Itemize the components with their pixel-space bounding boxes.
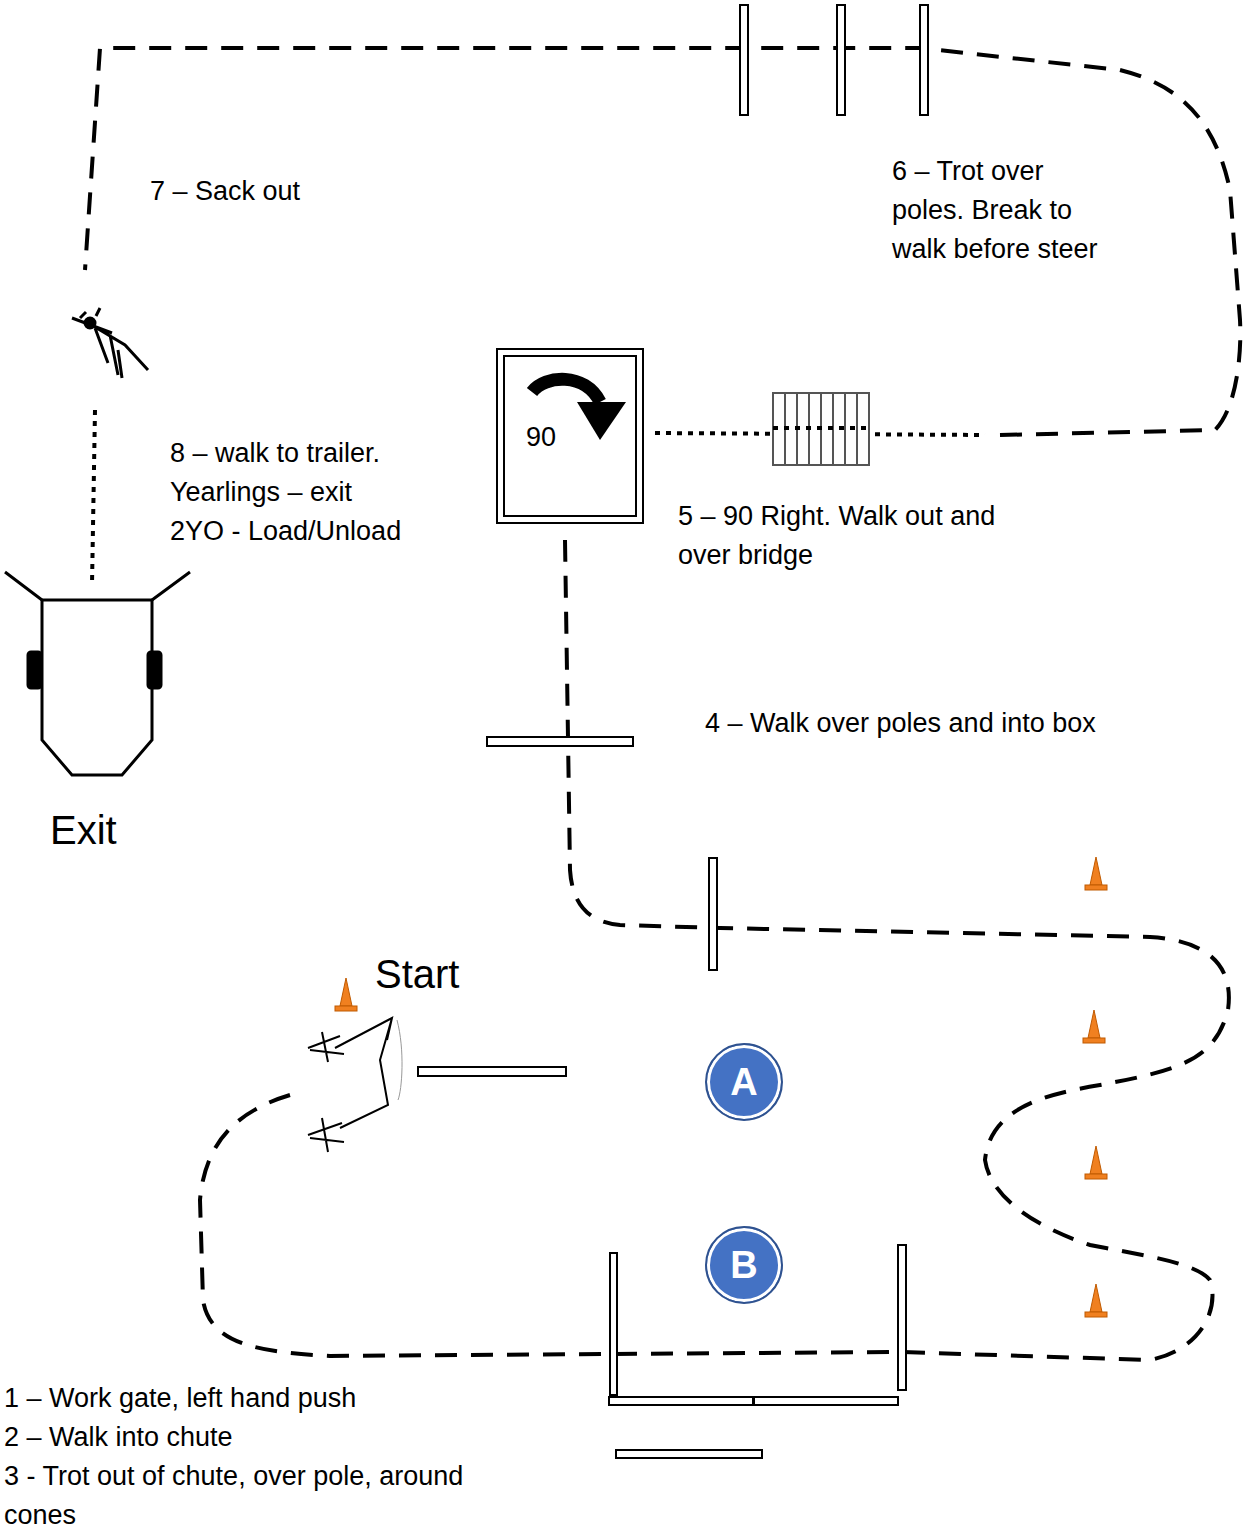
person-figure [72, 308, 148, 378]
dotted-path [92, 410, 95, 585]
step-note: Yearlings – exit [170, 473, 470, 512]
cones [335, 857, 1107, 1317]
course-marker-label: Start [375, 950, 575, 998]
marker-letter: B [730, 1244, 757, 1287]
gate [308, 1018, 402, 1152]
step-note: 6 – Trot over poles. Break to walk befor… [892, 152, 1110, 269]
step-note: 1 – Work gate, left hand push [4, 1379, 564, 1418]
trailer [5, 572, 190, 775]
course-path [85, 48, 1240, 1360]
step-note: 5 – 90 Right. Walk out and over bridge [678, 497, 1043, 575]
marker-letter: A [730, 1061, 757, 1104]
turn-box: 90 [496, 348, 644, 524]
angle-label: 90 [526, 421, 556, 453]
step-note: 3 - Trot out of chute, over pole, around… [4, 1457, 524, 1531]
step-note: 2 – Walk into chute [4, 1418, 564, 1457]
bridge [773, 393, 869, 465]
marker-circle: A [705, 1043, 783, 1121]
marker-circle: B [705, 1226, 783, 1304]
course-marker-label: Exit [50, 806, 250, 854]
step-note: 4 – Walk over poles and into box [705, 704, 1100, 743]
step-note: 2YO - Load/Unload [170, 512, 470, 551]
step-note: 7 – Sack out [150, 172, 450, 211]
step-note: 8 – walk to trailer. [170, 434, 470, 473]
